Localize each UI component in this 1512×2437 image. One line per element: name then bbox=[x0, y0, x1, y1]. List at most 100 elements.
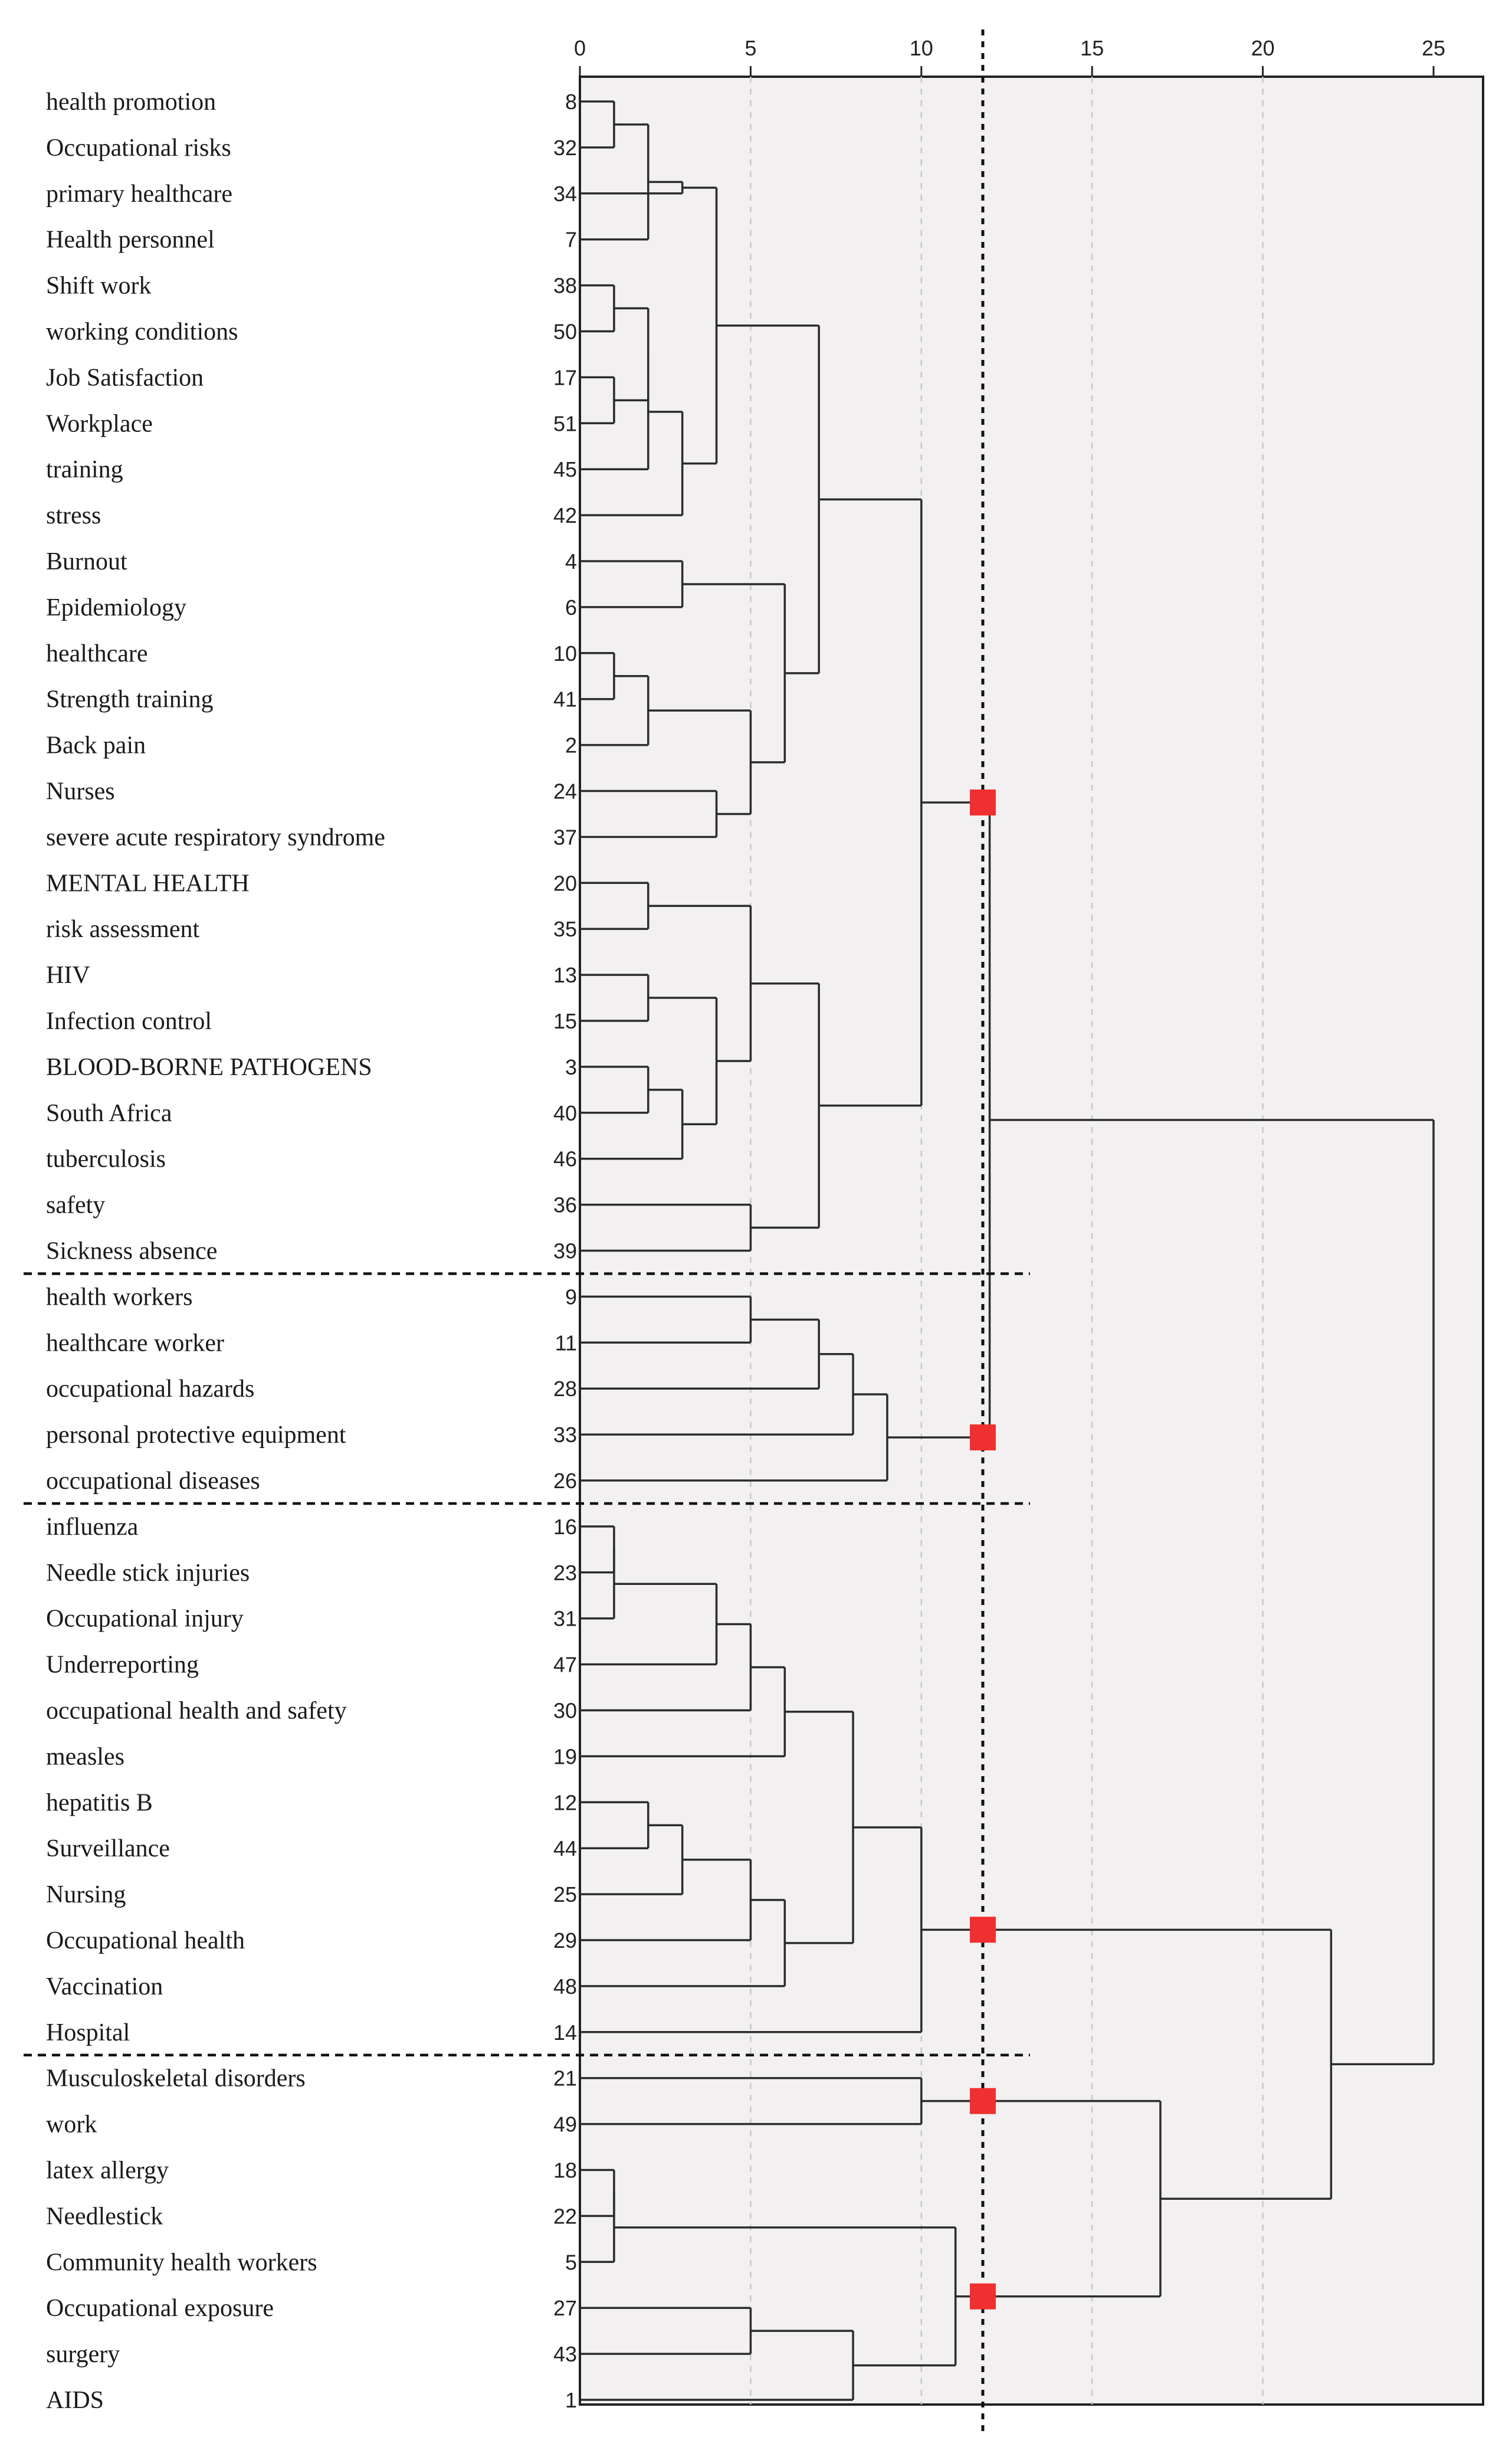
leaf-id: 18 bbox=[553, 2158, 577, 2183]
leaf-id: 11 bbox=[555, 1331, 577, 1355]
leaf-id: 5 bbox=[565, 2250, 577, 2274]
leaf-label: Epidemiology bbox=[46, 594, 186, 621]
leaf-id: 30 bbox=[553, 1699, 577, 1723]
plot-area bbox=[579, 76, 1484, 2406]
leaf-label: working conditions bbox=[46, 319, 238, 346]
leaf-label: safety bbox=[46, 1192, 105, 1219]
leaf-label: risk assessment bbox=[46, 916, 199, 943]
leaf-label: Back pain bbox=[46, 732, 146, 759]
leaf-id: 6 bbox=[565, 595, 577, 620]
leaf-label: Strength training bbox=[46, 686, 213, 713]
leaf-id: 42 bbox=[553, 503, 577, 528]
leaf-label: occupational diseases bbox=[46, 1468, 260, 1495]
leaf-label: personal protective equipment bbox=[46, 1421, 346, 1449]
leaf-id: 8 bbox=[565, 90, 577, 114]
leaf-id: 27 bbox=[553, 2296, 577, 2320]
leaf-label: AIDS bbox=[46, 2387, 104, 2414]
cluster-separators bbox=[24, 1272, 1030, 2056]
leaf-label: Nurses bbox=[46, 778, 115, 805]
leaf-label: healthcare bbox=[46, 640, 148, 667]
leaf-label: Nursing bbox=[46, 1881, 126, 1908]
leaf-label: Underreporting bbox=[46, 1652, 199, 1679]
leaf-label: occupational hazards bbox=[46, 1375, 254, 1403]
leaf-id: 2 bbox=[565, 733, 577, 758]
x-tick-label: 10 bbox=[910, 36, 933, 60]
x-tick-label: 15 bbox=[1080, 36, 1104, 60]
leaf-label: influenza bbox=[46, 1514, 139, 1541]
leaf-label: MENTAL HEALTH bbox=[46, 870, 250, 897]
leaf-label: Health personnel bbox=[46, 227, 215, 254]
leaf-id: 28 bbox=[553, 1377, 577, 1401]
leaf-id: 47 bbox=[553, 1653, 577, 1677]
leaf-label: Occupational injury bbox=[46, 1606, 244, 1633]
leaf-id: 24 bbox=[553, 779, 577, 804]
leaf-id: 14 bbox=[553, 2020, 577, 2045]
leaf-label: healthcare worker bbox=[46, 1329, 224, 1357]
leaf-id: 16 bbox=[553, 1515, 577, 1539]
cluster-marker bbox=[969, 789, 996, 815]
leaf-id: 32 bbox=[553, 136, 577, 160]
leaf-id: 40 bbox=[553, 1101, 577, 1125]
leaf-id: 34 bbox=[553, 182, 577, 206]
leaf-id: 35 bbox=[553, 917, 577, 941]
leaf-id: 3 bbox=[565, 1055, 577, 1079]
leaf-id: 19 bbox=[553, 1744, 577, 1768]
leaf-id: 45 bbox=[553, 457, 577, 481]
leaf-label: Surveillance bbox=[46, 1835, 170, 1862]
leaf-label: primary healthcare bbox=[46, 181, 232, 208]
leaf-label: BLOOD-BORNE PATHOGENS bbox=[46, 1054, 372, 1081]
leaf-label: Occupational health bbox=[46, 1927, 245, 1954]
leaf-label: Needle stick injuries bbox=[46, 1560, 250, 1587]
leaf-id: 37 bbox=[553, 825, 577, 849]
leaf-label: latex allergy bbox=[46, 2157, 169, 2184]
leaf-label: HIV bbox=[46, 962, 90, 989]
leaf-label: Burnout bbox=[46, 548, 127, 575]
leaf-id: 38 bbox=[553, 274, 577, 298]
leaf-label: severe acute respiratory syndrome bbox=[46, 824, 385, 851]
leaf-label: tuberculosis bbox=[46, 1146, 166, 1173]
leaf-id: 12 bbox=[553, 1790, 577, 1814]
leaf-label: health promotion bbox=[46, 89, 216, 116]
leaf-label: health workers bbox=[46, 1283, 192, 1311]
leaf-id: 29 bbox=[553, 1928, 577, 1953]
leaf-id: 25 bbox=[553, 1882, 577, 1907]
cluster-marker bbox=[969, 1424, 996, 1450]
x-tick-label: 25 bbox=[1422, 36, 1445, 60]
leaf-id: 20 bbox=[553, 871, 577, 895]
leaf-label: Hospital bbox=[46, 2019, 130, 2046]
leaf-id: 39 bbox=[553, 1239, 577, 1263]
leaf-id: 49 bbox=[553, 2112, 577, 2137]
leaf-id: 23 bbox=[553, 1561, 577, 1585]
leaf-id: 50 bbox=[553, 320, 577, 344]
leaf-id: 46 bbox=[553, 1147, 577, 1171]
leaf-label: Vaccination bbox=[46, 1973, 163, 2000]
leaf-label: Needlestick bbox=[46, 2203, 163, 2230]
leaf-label: hepatitis B bbox=[46, 1789, 153, 1816]
cluster-marker bbox=[969, 1917, 996, 1943]
leaf-id: 9 bbox=[565, 1285, 577, 1309]
leaf-id: 43 bbox=[553, 2342, 577, 2366]
cluster-marker bbox=[969, 2283, 996, 2310]
leaf-label: stress bbox=[46, 502, 101, 529]
leaf-label: Infection control bbox=[46, 1008, 212, 1035]
leaf-id: 4 bbox=[565, 549, 577, 574]
leaf-label: Community health workers bbox=[46, 2249, 317, 2276]
leaf-id: 33 bbox=[553, 1423, 577, 1447]
leaf-id: 1 bbox=[565, 2388, 577, 2412]
leaf-label: Shift work bbox=[46, 273, 152, 300]
cluster-markers bbox=[969, 789, 996, 2310]
leaf-label: South Africa bbox=[46, 1100, 172, 1127]
leaf-label: Occupational exposure bbox=[46, 2295, 274, 2322]
leaf-label: Job Satisfaction bbox=[46, 364, 204, 391]
leaf-id: 48 bbox=[553, 1974, 577, 1999]
leaf-label: Sickness absence bbox=[46, 1238, 217, 1265]
leaf-label: Occupational risks bbox=[46, 135, 231, 162]
leaf-id: 36 bbox=[553, 1193, 577, 1217]
leaf-id: 17 bbox=[553, 365, 577, 389]
leaf-id: 22 bbox=[553, 2204, 577, 2228]
leaf-label: Workplace bbox=[46, 410, 153, 437]
leaf-label: surgery bbox=[46, 2341, 120, 2368]
leaf-label: measles bbox=[46, 1743, 124, 1770]
